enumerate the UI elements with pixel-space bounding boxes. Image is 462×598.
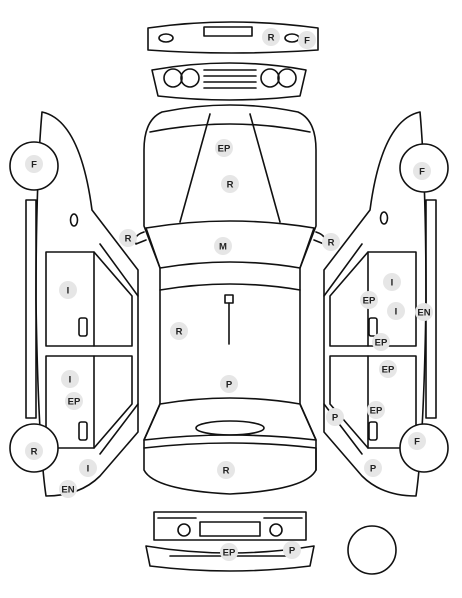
badge-roof-p: P xyxy=(220,375,238,393)
badge-label: R xyxy=(176,326,183,337)
damage-badges: R F EP R R R M R P R EP P F I I EP R I EN F I EP I EN EP EP P EP F P xyxy=(25,28,433,561)
badge-label: F xyxy=(304,35,310,46)
badge-left-rear-fender-i: I xyxy=(79,459,97,477)
badge-circle xyxy=(217,461,235,479)
badge-label: F xyxy=(419,166,425,177)
badge-circle xyxy=(25,155,43,173)
badge-label: EP xyxy=(363,295,376,306)
badge-right-front-wheel-f: F xyxy=(413,162,431,180)
badge-left-rear-door-ep: EP xyxy=(65,392,83,410)
badge-bumper-ep: EP xyxy=(220,543,238,561)
badge-left-rocker-en: EN xyxy=(59,480,77,498)
badge-right-rear-wheel-f: F xyxy=(408,432,426,450)
badge-left-rear-door-i: I xyxy=(61,370,79,388)
badge-label: EP xyxy=(370,405,383,416)
badge-trunk-r: R xyxy=(217,461,235,479)
left-side-body xyxy=(9,111,139,497)
badge-label: R xyxy=(223,465,230,476)
badge-circle xyxy=(298,31,316,49)
badge-circle xyxy=(79,459,97,477)
badge-roof-r: R xyxy=(170,322,188,340)
badge-rear-panel-r: R xyxy=(262,28,280,46)
badge-label: R xyxy=(328,237,335,248)
badge-circle xyxy=(326,408,344,426)
rear-lights xyxy=(151,62,307,101)
badge-circle xyxy=(170,322,188,340)
badge-label: P xyxy=(226,379,233,390)
badge-windshield-m: M xyxy=(214,237,232,255)
badge-circle xyxy=(59,281,77,299)
badge-circle xyxy=(383,273,401,291)
badge-circle xyxy=(215,139,233,157)
badge-circle xyxy=(415,303,433,321)
badge-label: I xyxy=(69,374,72,385)
badge-label: EN xyxy=(61,484,74,495)
badge-circle xyxy=(283,541,301,559)
badge-right-front-door-i-1: I xyxy=(383,273,401,291)
badge-circle xyxy=(372,333,390,351)
badge-label: P xyxy=(289,545,296,556)
badge-label: F xyxy=(31,159,37,170)
car-body-top-view xyxy=(134,104,326,495)
badge-circle xyxy=(367,401,385,419)
badge-label: EN xyxy=(417,307,430,318)
badge-right-front-door-ep: EP xyxy=(360,291,378,309)
badge-label: M xyxy=(219,241,227,252)
badge-right-rear-door-ep: EP xyxy=(379,360,397,378)
badge-label: EP xyxy=(223,547,236,558)
badge-circle xyxy=(25,442,43,460)
badge-label: EP xyxy=(382,364,395,375)
badge-circle xyxy=(221,175,239,193)
badge-left-front-wheel-f: F xyxy=(25,155,43,173)
badge-bumper-p: P xyxy=(283,541,301,559)
badge-label: P xyxy=(332,412,339,423)
badge-circle xyxy=(214,237,232,255)
badge-circle xyxy=(322,233,340,251)
badge-circle xyxy=(65,392,83,410)
badge-label: EP xyxy=(68,396,81,407)
badge-right-mirror-r: R xyxy=(322,233,340,251)
badge-circle xyxy=(364,459,382,477)
badge-label: F xyxy=(414,436,420,447)
badge-label: EP xyxy=(375,337,388,348)
badge-label: I xyxy=(391,277,394,288)
badge-circle xyxy=(408,432,426,450)
badge-label: R xyxy=(227,179,234,190)
badge-label: I xyxy=(395,306,398,317)
badge-right-rocker-en: EN xyxy=(415,303,433,321)
badge-right-front-door-i-2: I xyxy=(387,302,405,320)
badge-circle xyxy=(119,229,137,247)
badge-circle xyxy=(379,360,397,378)
badge-circle xyxy=(220,543,238,561)
badge-circle xyxy=(413,162,431,180)
badge-right-rear-door-p: P xyxy=(326,408,344,426)
badge-right-rear-door-ep-2: EP xyxy=(367,401,385,419)
badge-label: R xyxy=(31,446,38,457)
rear-panel xyxy=(147,21,319,54)
badge-label: EP xyxy=(218,143,231,154)
badge-right-rear-fender-p: P xyxy=(364,459,382,477)
badge-label: I xyxy=(87,463,90,474)
badge-left-mirror-r: R xyxy=(119,229,137,247)
front-bumper xyxy=(145,511,315,572)
badge-hood-ep: EP xyxy=(215,139,233,157)
badge-label: R xyxy=(268,32,275,43)
badge-circle xyxy=(262,28,280,46)
badge-hood-r: R xyxy=(221,175,239,193)
spare-wheel-circle xyxy=(347,525,397,575)
badge-circle xyxy=(61,370,79,388)
badge-circle xyxy=(220,375,238,393)
badge-left-rear-wheel-r: R xyxy=(25,442,43,460)
badge-right-front-door-ep-2: EP xyxy=(372,333,390,351)
badge-circle xyxy=(387,302,405,320)
badge-label: I xyxy=(67,285,70,296)
badge-left-front-door-i: I xyxy=(59,281,77,299)
badge-rear-panel-f: F xyxy=(298,31,316,49)
badge-label: P xyxy=(370,463,377,474)
badge-label: R xyxy=(125,233,132,244)
badge-circle xyxy=(360,291,378,309)
badge-circle xyxy=(59,480,77,498)
